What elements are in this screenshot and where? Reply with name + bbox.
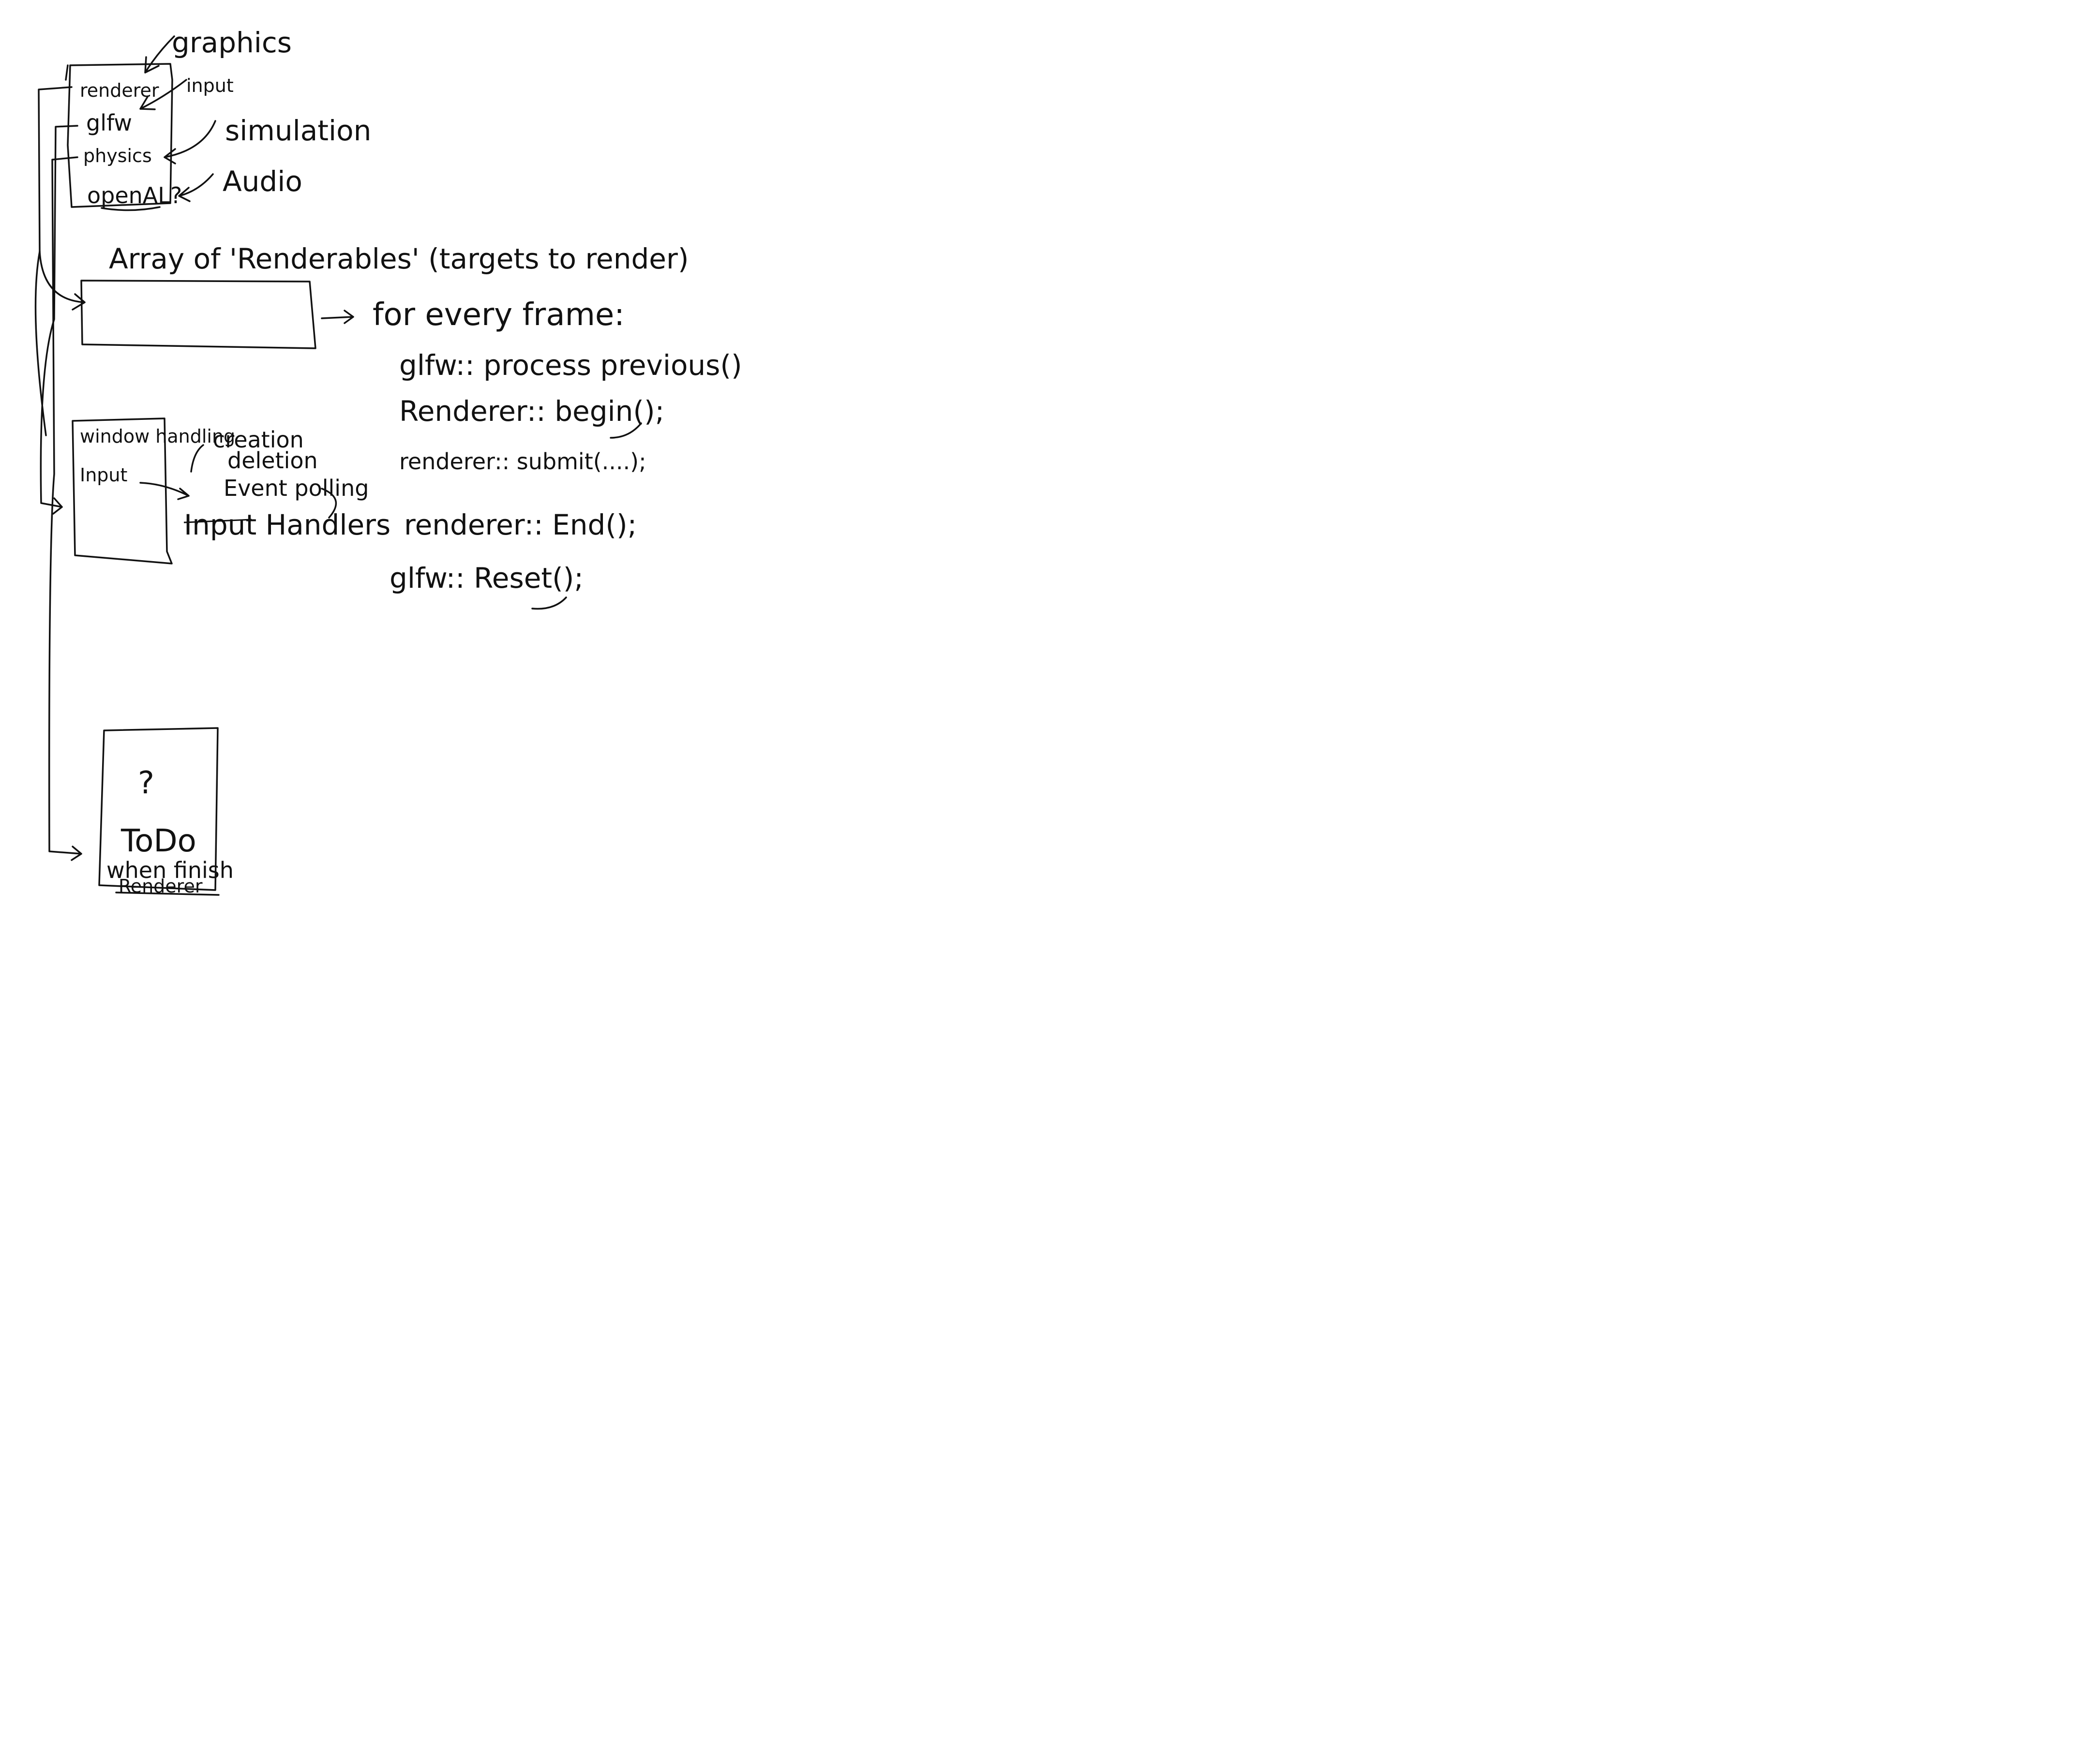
- arrow-input-to-handlers: [139, 482, 190, 500]
- window-item-handling: window handling: [80, 426, 235, 447]
- engine-box: [67, 63, 173, 208]
- todo-box-bottom-line: [115, 892, 220, 896]
- engine-item-renderer: renderer: [80, 80, 159, 101]
- engine-item-openal: openAL?: [87, 182, 182, 208]
- bracket-glfw-to-window: [40, 125, 78, 515]
- window-item-input: Input: [80, 464, 127, 486]
- renderables-title: Array of 'Renderables' (targets to rende…: [109, 242, 689, 275]
- renderables-array-box: [80, 280, 316, 349]
- renderables-arrow: [321, 310, 354, 324]
- window-note-creation: creation: [213, 427, 304, 453]
- todo-title: ToDo: [120, 823, 196, 859]
- todo-line2: Renderer: [119, 876, 203, 897]
- label-simulation: simulation: [225, 114, 371, 147]
- window-note-deletion: deletion: [227, 447, 318, 474]
- openal-underline: [101, 206, 161, 211]
- step-renderer-begin: Renderer:: begin();: [399, 395, 664, 428]
- bracket-physics-to-todo: [48, 156, 82, 861]
- input-strikethrough: [183, 519, 252, 523]
- label-graphics: graphics: [172, 26, 292, 59]
- window-box: [72, 417, 173, 565]
- reset-underline: [531, 596, 567, 610]
- step-renderer-end: renderer:: End();: [404, 508, 637, 541]
- engine-item-physics: physics: [83, 145, 152, 166]
- arrow-audio: [178, 173, 214, 202]
- arrow-graphics: [144, 35, 175, 74]
- bracket-renderer-to-renderables: [38, 86, 86, 311]
- renderables-arrow-label: for every frame:: [373, 297, 625, 333]
- engine-item-glfw: glfw: [86, 110, 132, 136]
- engine-box-top-extension: [65, 64, 69, 81]
- todo-box: [98, 727, 219, 891]
- event-polling-tail: [321, 488, 337, 519]
- arrow-handling-to-creation: [190, 444, 204, 473]
- label-audio: Audio: [223, 165, 302, 198]
- window-note-input-handlers: Input Handlers: [184, 508, 390, 541]
- window-note-event-polling: Event polling: [224, 475, 369, 501]
- label-input: input: [186, 75, 234, 96]
- todo-mark: ?: [138, 765, 154, 801]
- step-glfw-reset: glfw:: Reset();: [390, 562, 584, 595]
- step-renderer-submit: renderer:: submit(....);: [399, 448, 646, 475]
- arrow-input: [139, 79, 187, 110]
- bracket-connector: [34, 251, 47, 436]
- begin-underline: [610, 422, 642, 439]
- step-glfw-process: glfw:: process previous(): [399, 349, 742, 382]
- todo-line1: when finish: [106, 857, 234, 883]
- arrow-simulation: [164, 120, 216, 164]
